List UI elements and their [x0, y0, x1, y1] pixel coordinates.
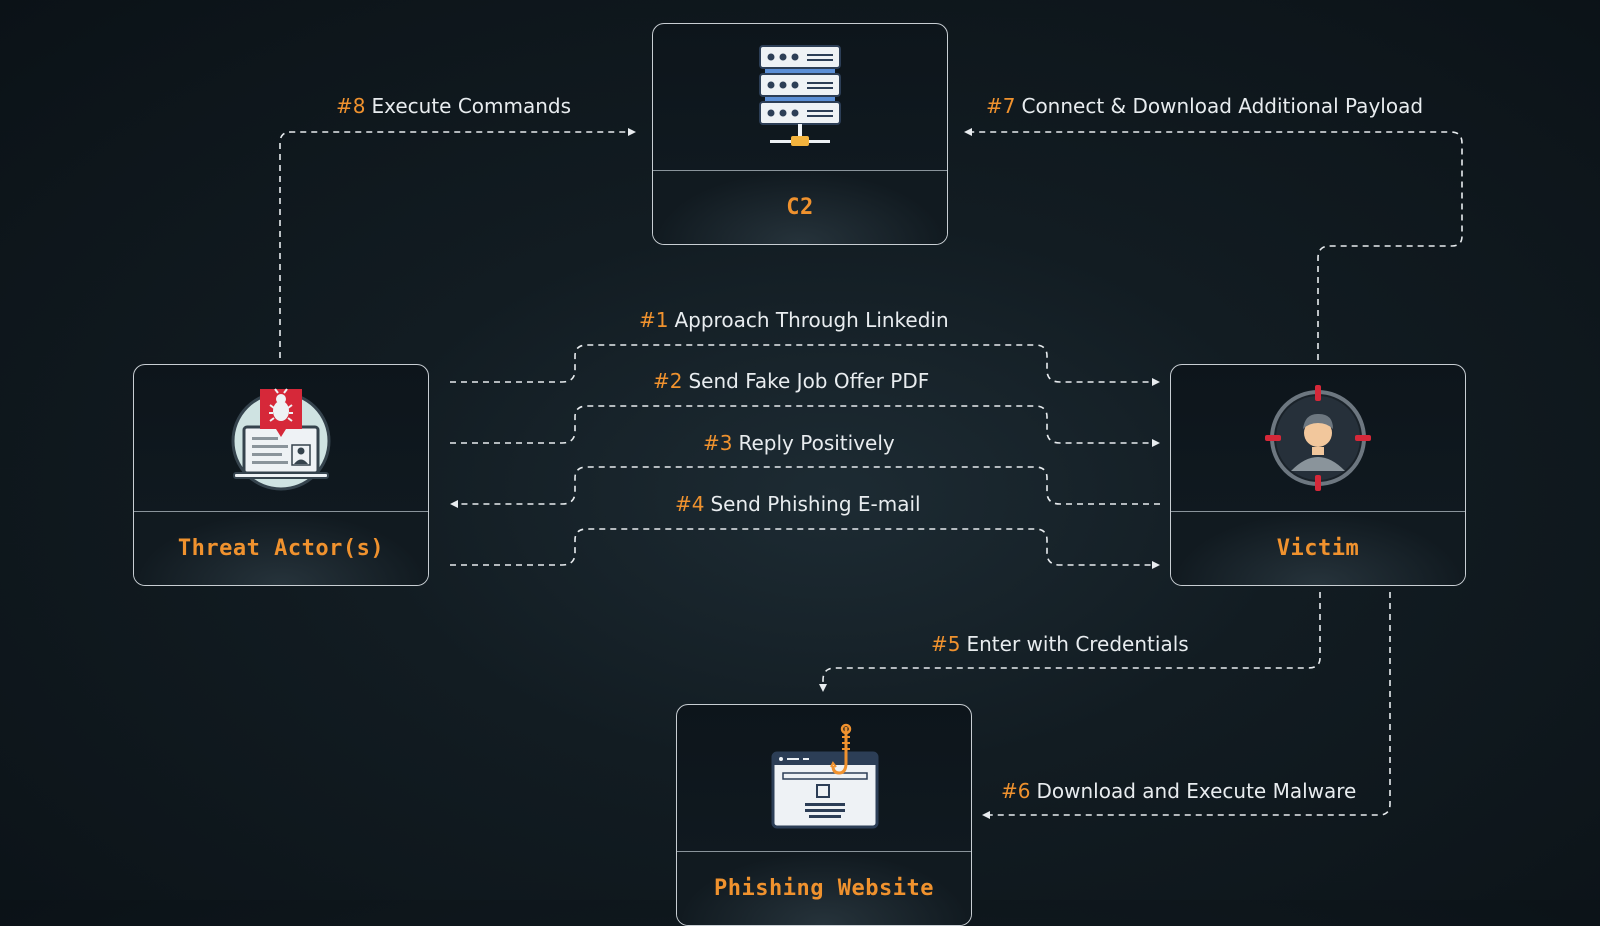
laptop-bug-icon [231, 388, 331, 491]
phishing-website-node: Phishing Website [676, 704, 972, 926]
server-rack-icon [759, 45, 841, 146]
step-number: #6 [1001, 779, 1031, 803]
step-text: Send Phishing E-mail [710, 492, 921, 516]
arrow-step-1 [450, 344, 1160, 386]
step-number: #7 [986, 94, 1016, 118]
step-text: Enter with Credentials [966, 632, 1189, 656]
arrow-step-6 [982, 592, 1391, 819]
step-number: #2 [653, 369, 683, 393]
victim-node: Victim [1170, 364, 1466, 586]
flow-arrows [279, 128, 1463, 819]
threat-actor-node: Threat Actor(s) [133, 364, 429, 586]
c2-label: C2 [786, 195, 814, 220]
arrow-step-4 [450, 528, 1160, 569]
step-text: Connect & Download Additional Payload [1021, 94, 1424, 118]
step-number: #3 [703, 431, 733, 455]
step-text: Reply Positively [738, 431, 895, 455]
arrow-step-2 [450, 405, 1160, 447]
step-number: #1 [639, 308, 669, 332]
phishing-hook-browser-icon [771, 723, 879, 829]
step-number: #5 [931, 632, 961, 656]
c2-node: C2 [652, 23, 948, 245]
arrow-step-5 [819, 592, 1321, 692]
victim-label: Victim [1276, 536, 1360, 561]
targeted-person-icon [1265, 385, 1371, 491]
threat-actor-label: Threat Actor(s) [177, 536, 385, 561]
step-number: #4 [675, 492, 705, 516]
step-text: Execute Commands [371, 94, 572, 118]
phishing-website-label: Phishing Website [714, 876, 934, 901]
step-text: Download and Execute Malware [1036, 779, 1357, 803]
arrow-step-7 [964, 128, 1463, 360]
step-text: Approach Through Linkedin [674, 308, 949, 332]
step-text: Send Fake Job Offer PDF [688, 369, 930, 393]
step-number: #8 [336, 94, 366, 118]
arrow-step-8 [279, 128, 636, 358]
arrow-step-3 [450, 466, 1160, 508]
